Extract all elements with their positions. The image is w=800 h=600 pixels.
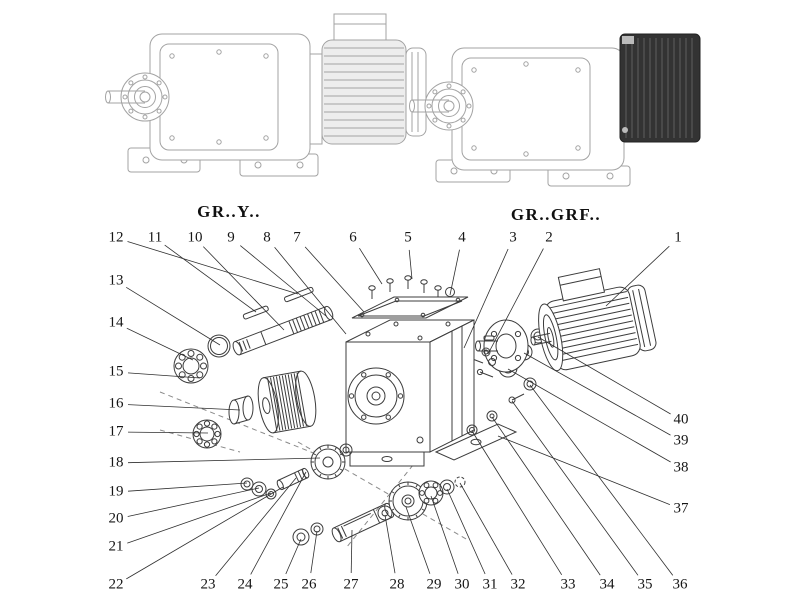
leader-line-13	[125, 286, 221, 346]
housing-foot	[349, 451, 425, 467]
leader-line-7	[304, 246, 365, 313]
leader-line-35	[511, 400, 639, 576]
motor-fan-cover	[405, 47, 427, 137]
leader-line-33	[471, 430, 563, 576]
leader-line-34	[491, 416, 601, 576]
leader-line-1	[605, 245, 670, 307]
motor-front-flange	[538, 303, 564, 372]
helical-gear-large	[257, 370, 317, 434]
leader-line-39	[523, 352, 671, 436]
motor-exploded	[530, 268, 657, 372]
leader-line-14	[126, 327, 194, 361]
intermediate-bearing-set	[192, 395, 254, 449]
inspection-cover	[351, 296, 469, 319]
output-bearing	[418, 480, 444, 506]
leader-line-37	[497, 435, 671, 505]
pinion-shaft	[276, 467, 310, 491]
motor-terminal-box	[557, 268, 606, 302]
leader-line-29	[405, 506, 431, 574]
housing-foot	[434, 423, 518, 461]
housing-plugs	[466, 377, 537, 436]
leader-line-10	[203, 246, 285, 331]
input-shaft	[232, 286, 334, 356]
shaft-key	[284, 286, 314, 303]
leader-line-9	[240, 245, 327, 317]
label-gr-grf: GR..GRF..	[510, 205, 602, 224]
leader-line-38	[507, 368, 671, 463]
leader-line-3	[463, 248, 509, 349]
motor-terminal-box	[333, 13, 387, 45]
exploded-view	[159, 268, 657, 549]
eyebolt	[445, 287, 455, 297]
dark-flange-block	[619, 33, 701, 143]
leader-line-4	[449, 249, 460, 296]
leader-line-18	[127, 457, 321, 464]
machine-drawing-gr-y	[105, 13, 427, 177]
input-bearing-set	[173, 334, 231, 384]
leader-line-27	[350, 529, 353, 574]
leader-line-30	[430, 495, 459, 574]
leader-line-2	[487, 248, 544, 355]
leader-line-6	[359, 247, 383, 285]
output-shaft	[331, 502, 395, 543]
spur-gear-medium	[310, 443, 353, 480]
leader-line-8	[274, 247, 347, 335]
leader-line-24	[250, 471, 307, 575]
leader-line-16	[127, 404, 241, 411]
leader-line-12	[127, 241, 299, 295]
leader-line-28	[384, 514, 396, 574]
leader-line-19	[127, 482, 248, 492]
leader-line-17	[127, 431, 209, 434]
leader-line-20	[127, 487, 260, 517]
output-bore	[347, 367, 405, 425]
leader-line-32	[459, 482, 513, 575]
leader-line-11	[164, 244, 257, 313]
leader-line-15	[127, 372, 201, 379]
motor-fins	[324, 47, 404, 137]
leader-line-25	[285, 538, 302, 575]
leader-line-23	[215, 477, 297, 576]
leader-line-40	[537, 336, 671, 415]
label-gr-y: GR..Y..	[197, 202, 261, 221]
leader-line-21	[127, 492, 272, 544]
gearbox-housing	[451, 47, 625, 171]
leader-line-31	[446, 488, 486, 575]
top-screws	[368, 275, 455, 306]
machine-drawing-gr-grf	[409, 33, 701, 187]
leader-line-5	[408, 249, 413, 280]
leader-line-22	[126, 486, 284, 580]
leader-lines	[125, 241, 674, 580]
circlip	[454, 476, 466, 488]
motor-fins	[546, 291, 639, 362]
output-shaft-assembly	[292, 476, 466, 546]
leader-line-26	[310, 530, 318, 574]
gearbox-housing	[149, 33, 311, 161]
leader-line-36	[529, 384, 674, 576]
shaft-key	[242, 305, 269, 320]
gear-housing	[345, 319, 518, 467]
